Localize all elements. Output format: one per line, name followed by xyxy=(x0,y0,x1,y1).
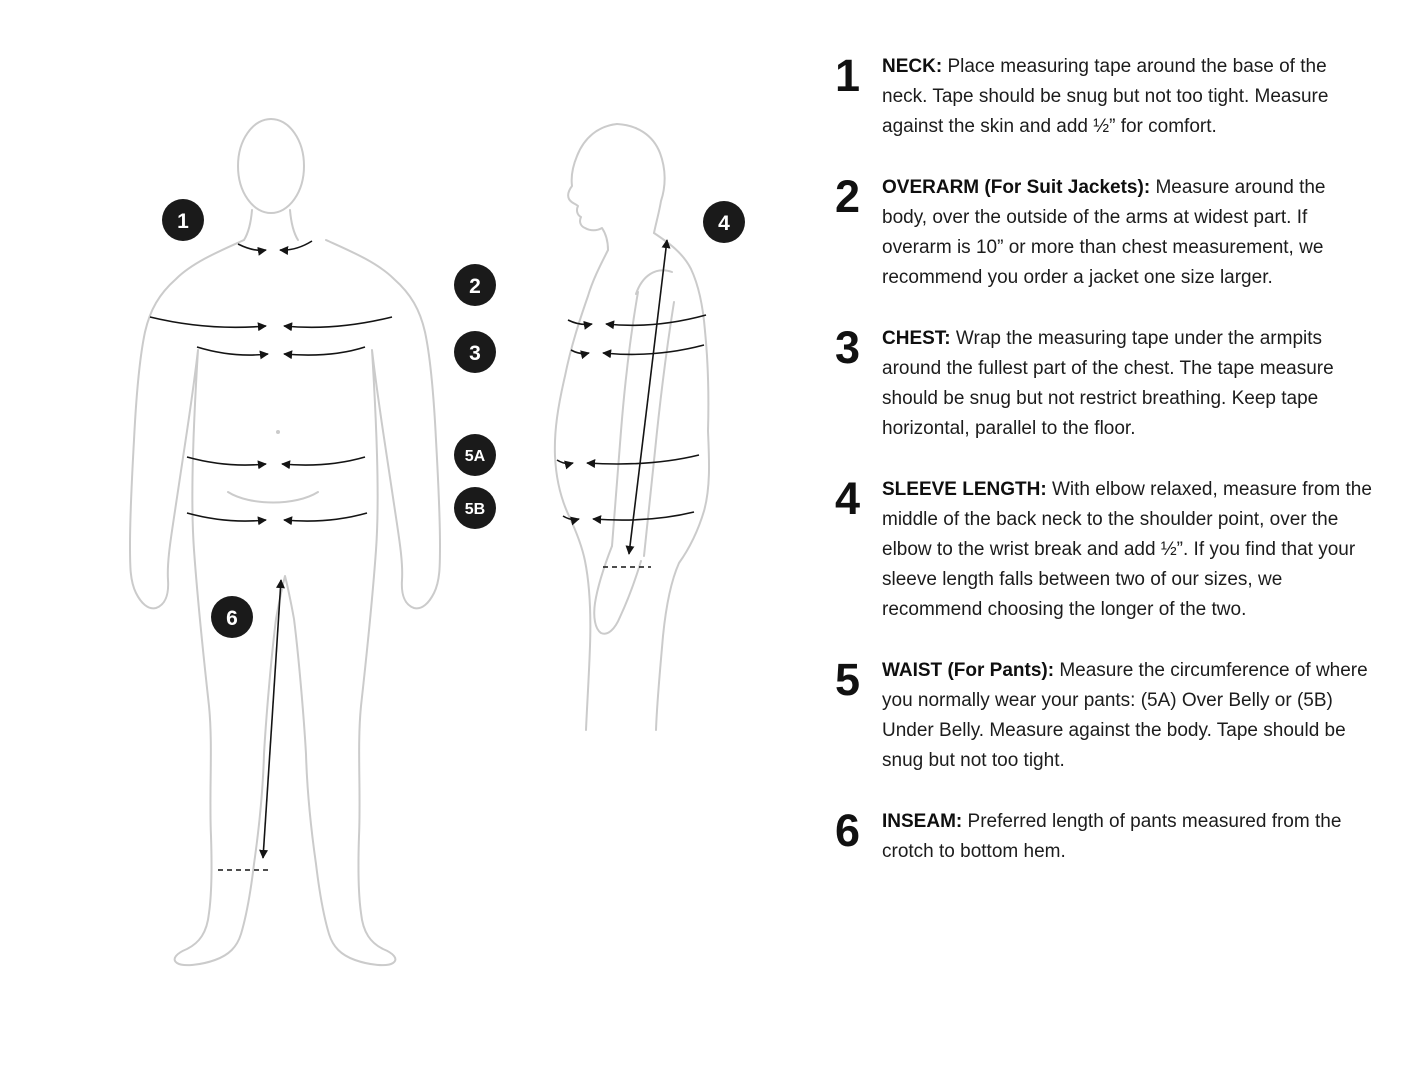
badge-chest: 3 xyxy=(454,331,496,373)
instruction-overarm: 2 OVERARM (For Suit Jackets): Measure ar… xyxy=(826,173,1374,293)
instruction-list: 1 NECK: Place measuring tape around the … xyxy=(826,52,1374,898)
badge-sleeve: 4 xyxy=(703,201,745,243)
front-measurement-lines xyxy=(149,240,393,871)
instruction-title: NECK: xyxy=(882,56,943,77)
instruction-chest: 3 CHEST: Wrap the measuring tape under t… xyxy=(826,324,1374,444)
instruction-number: 3 xyxy=(834,322,860,373)
badge-neck-label: 1 xyxy=(177,210,189,233)
instruction-text: WAIST (For Pants): Measure the circumfer… xyxy=(868,656,1374,776)
instruction-number: 1 xyxy=(834,50,860,101)
instruction-text: SLEEVE LENGTH: With elbow relaxed, measu… xyxy=(868,475,1374,625)
instruction-number: 4 xyxy=(834,473,860,524)
badge-inseam: 6 xyxy=(211,596,253,638)
badge-chest-label: 3 xyxy=(469,342,481,365)
instruction-text: CHEST: Wrap the measuring tape under the… xyxy=(868,324,1374,444)
badge-inseam-circle xyxy=(211,596,253,638)
side-measurement-lines xyxy=(556,239,707,568)
badge-inseam-label: 6 xyxy=(226,607,238,630)
instruction-body: Preferred length of pants measured from … xyxy=(882,811,1342,862)
badge-waist-over-circle xyxy=(454,434,496,476)
instruction-text: INSEAM: Preferred length of pants measur… xyxy=(868,807,1374,867)
badge-overarm: 2 xyxy=(454,264,496,306)
instruction-title: CHEST: xyxy=(882,328,951,349)
badge-waist-under: 5B xyxy=(454,487,496,529)
front-body-outline xyxy=(129,118,441,967)
badge-waist-over-label: 5A xyxy=(465,448,486,465)
badge-waist-over: 5A xyxy=(454,434,496,476)
badge-neck: 1 xyxy=(162,199,204,241)
badge-neck-circle xyxy=(162,199,204,241)
instruction-title: INSEAM: xyxy=(882,811,963,832)
instruction-text: OVERARM (For Suit Jackets): Measure arou… xyxy=(868,173,1374,293)
measurement-diagram: 1 2 3 5A 5B 6 4 xyxy=(129,118,745,967)
side-body-outline xyxy=(553,123,711,731)
badge-overarm-circle xyxy=(454,264,496,306)
instruction-number: 6 xyxy=(834,805,860,856)
instruction-text: NECK: Place measuring tape around the ba… xyxy=(868,52,1374,142)
instruction-neck: 1 NECK: Place measuring tape around the … xyxy=(826,52,1374,142)
badge-chest-circle xyxy=(454,331,496,373)
instruction-number: 2 xyxy=(834,171,860,222)
instruction-waist: 5 WAIST (For Pants): Measure the circumf… xyxy=(826,656,1374,776)
instruction-body: Measure the circumference of where you n… xyxy=(882,660,1368,771)
badge-sleeve-label: 4 xyxy=(718,212,730,235)
instruction-body: Wrap the measuring tape under the armpit… xyxy=(882,328,1334,439)
instruction-title: SLEEVE LENGTH: xyxy=(882,479,1047,500)
instruction-body: Measure around the body, over the outsid… xyxy=(882,177,1326,288)
badge-sleeve-circle xyxy=(703,201,745,243)
instruction-body: With elbow relaxed, measure from the mid… xyxy=(882,479,1372,620)
instruction-title: WAIST (For Pants): xyxy=(882,660,1055,681)
badge-waist-under-circle xyxy=(454,487,496,529)
instruction-sleeve-length: 4 SLEEVE LENGTH: With elbow relaxed, mea… xyxy=(826,475,1374,625)
instruction-number: 5 xyxy=(834,654,860,705)
instruction-title: OVERARM (For Suit Jackets): xyxy=(882,177,1151,198)
instruction-body: Place measuring tape around the base of … xyxy=(882,56,1329,137)
instruction-inseam: 6 INSEAM: Preferred length of pants meas… xyxy=(826,807,1374,867)
badge-waist-under-label: 5B xyxy=(465,501,485,518)
badge-overarm-label: 2 xyxy=(469,275,481,298)
